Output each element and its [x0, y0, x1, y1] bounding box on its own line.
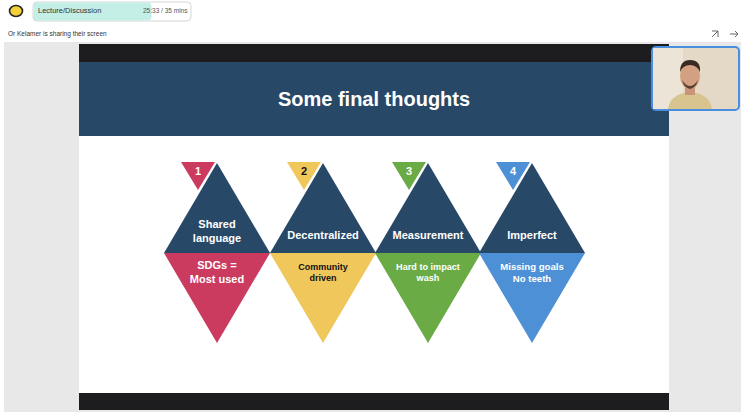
slide-body [79, 136, 669, 393]
number-triangle: 4 [496, 162, 530, 190]
shape-fill [270, 163, 376, 253]
slide-bottom-strip [79, 393, 669, 410]
person-hair [680, 60, 700, 72]
detail-triangle: Hard to impact wash [375, 253, 481, 343]
node-label: Community driven [293, 262, 353, 285]
shape-fill [375, 163, 481, 253]
session-timer: 25:33 / 35 mins [143, 7, 187, 14]
detail-triangle: Missing goals No teeth [479, 253, 585, 343]
shape-fill [479, 163, 585, 253]
node-label: Hard to impact wash [389, 262, 467, 285]
node-label: Missing goals No teeth [495, 261, 569, 285]
session-name: Lecture/Discussion [38, 6, 101, 15]
topic-triangle: Measurement [375, 163, 481, 253]
label-holder: 25:33 / 35 mins [143, 7, 187, 14]
topic-triangle: Imperfect [479, 163, 585, 253]
node-label: Measurement [380, 229, 476, 243]
topic-triangle: Decentralized [270, 163, 376, 253]
callout-number: 1 [188, 165, 208, 179]
title-bar: Some final thoughts [79, 62, 669, 136]
share-notice: Or Kelamer is sharing their screen [8, 30, 107, 37]
slide-title: Some final thoughts [278, 88, 470, 111]
app-logo [10, 6, 23, 17]
node-label: Decentralized [275, 229, 371, 243]
shape-fill [164, 253, 270, 343]
node-label: Shared language [185, 218, 249, 246]
shape-fill [479, 253, 585, 343]
label-holder: Lecture/Discussion [38, 6, 101, 15]
label-holder: Or Kelamer is sharing their screen [8, 30, 107, 37]
arrow-icon [730, 31, 738, 37]
detail-triangle: Community driven [270, 253, 376, 343]
shape-fill [375, 253, 481, 343]
node-label: SDGs = Most used [186, 259, 248, 287]
detail-triangle: SDGs = Most used [164, 253, 270, 343]
share-area [4, 42, 741, 412]
slide-header [79, 62, 669, 136]
number-triangle: 1 [181, 162, 215, 190]
person-beard [682, 80, 698, 89]
shape-fill [164, 163, 270, 253]
shape-fill [270, 253, 376, 343]
video-thumbnail [652, 47, 739, 110]
number-triangle: 3 [392, 162, 426, 190]
callout-number: 3 [399, 165, 419, 179]
callout-number: 4 [503, 165, 523, 179]
number-triangle: 2 [287, 162, 321, 190]
video-frame [652, 47, 739, 110]
expand-icon [712, 31, 718, 37]
topic-triangle: Shared language [164, 163, 270, 253]
callout-number: 2 [294, 165, 314, 179]
node-label: Imperfect [484, 229, 580, 243]
progress-fill [34, 3, 152, 21]
session-tab [33, 2, 191, 21]
slide-top-strip [79, 44, 669, 62]
